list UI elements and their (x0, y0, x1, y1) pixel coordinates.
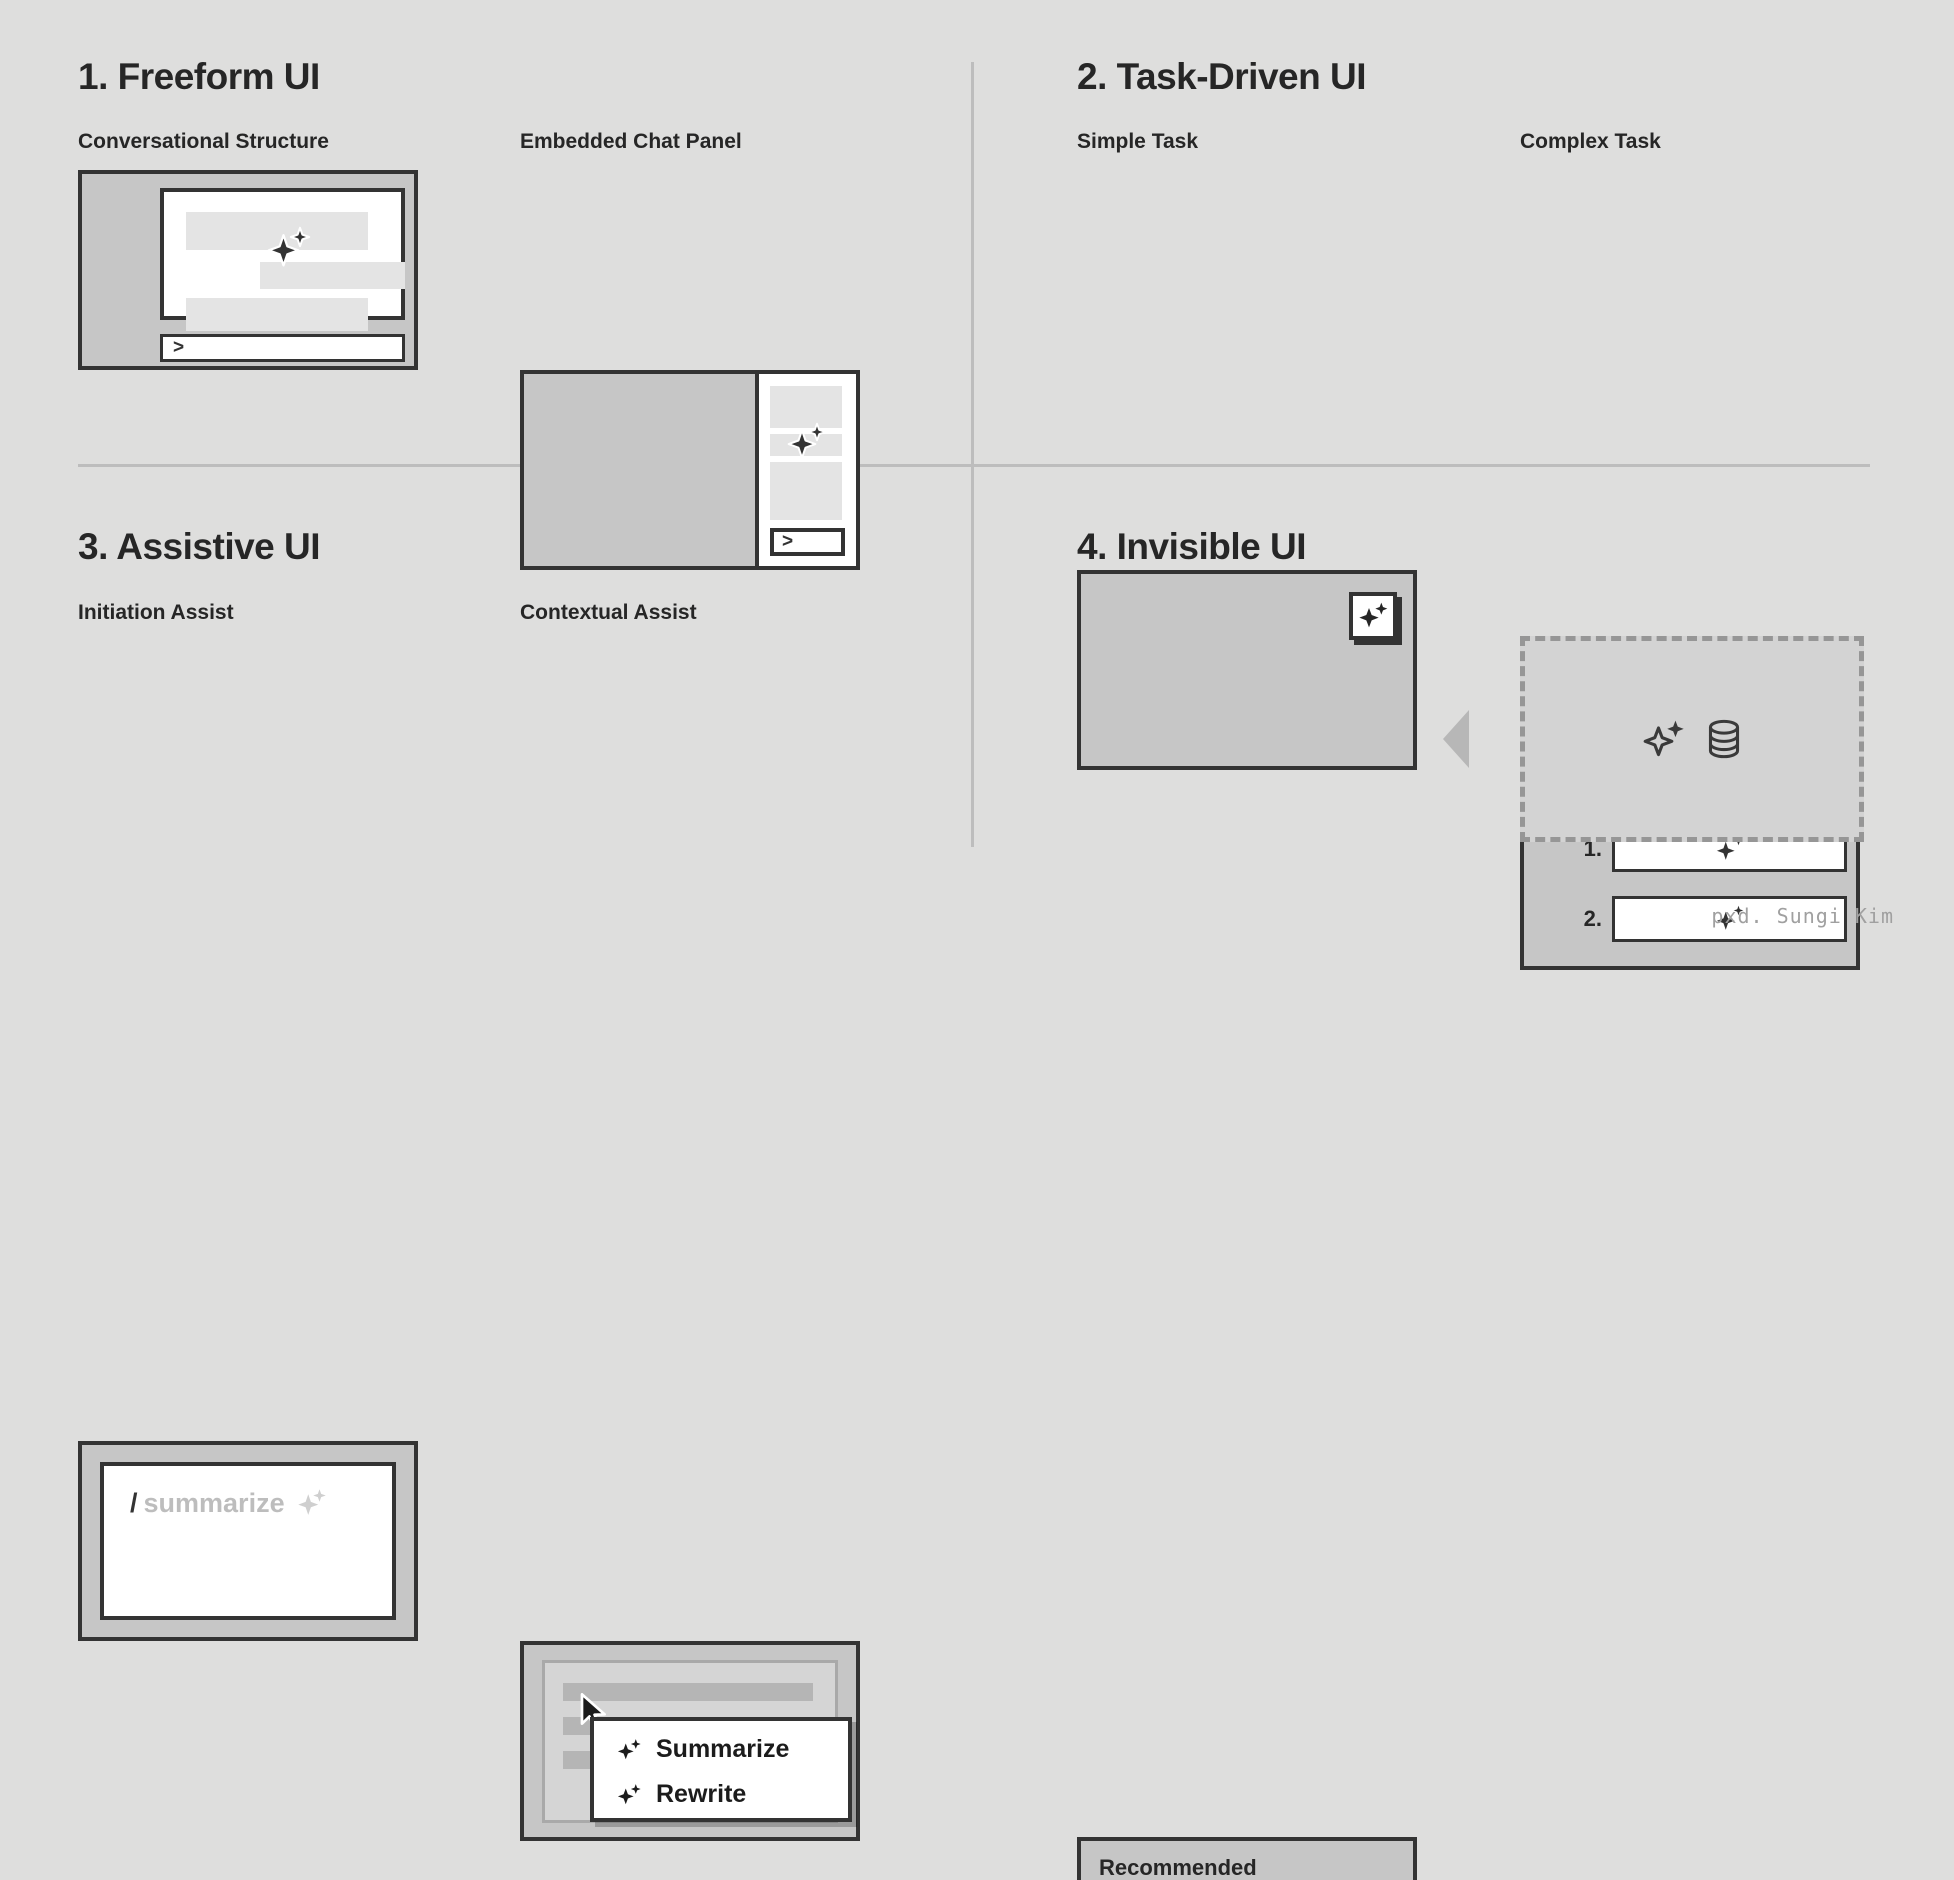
sparkle-icon (787, 422, 827, 462)
menu-item-label: Summarize (656, 1735, 790, 1763)
recommended-heading: Recommended (1099, 1855, 1257, 1880)
panel-label-initiation-assist: Initiation Assist (78, 601, 234, 624)
mock-recommended: Recommended (1077, 1837, 1417, 1880)
vertical-divider (971, 62, 974, 847)
menu-item-rewrite[interactable]: Rewrite (616, 1772, 848, 1817)
chat-transcript-card (160, 188, 405, 331)
panel-label-conversational-structure: Conversational Structure (78, 130, 329, 153)
slash-command-placeholder: summarize (143, 1487, 285, 1518)
message-bar (260, 262, 405, 289)
sparkle-icon (297, 1488, 327, 1518)
message-bar (770, 386, 842, 428)
slash-glyph: / (130, 1487, 138, 1518)
ai-action-button[interactable] (1349, 592, 1397, 640)
quadrant-assistive: 3. Assistive UI (78, 526, 321, 567)
message-bar (770, 462, 842, 520)
panel-label-contextual-assist: Contextual Assist (520, 601, 697, 624)
quadrant-title-freeform: 1. Freeform UI (78, 56, 320, 97)
poster-canvas: 1. Freeform UI Conversational Structure … (78, 58, 1894, 1880)
step-number: 1. (1583, 836, 1602, 861)
side-chat-panel: > (755, 370, 860, 570)
sparkle-icon (1642, 717, 1686, 761)
left-triangle-icon (1443, 710, 1469, 768)
mock-contextual-assist: Summarize Rewrite (520, 1641, 860, 1841)
mock-initiation-assist: / summarize (78, 1441, 418, 1641)
prompt-caret-glyph: > (782, 531, 794, 552)
step-number: 2. (1583, 906, 1602, 931)
slash-command-row: / summarize (130, 1488, 392, 1518)
quadrant-freeform: 1. Freeform UI (78, 58, 320, 95)
sparkle-icon (616, 1782, 642, 1808)
context-menu: Summarize Rewrite (590, 1717, 852, 1822)
quadrant-title-assistive: 3. Assistive UI (78, 526, 321, 567)
message-bar (186, 212, 368, 250)
quadrant-title-invisible: 4. Invisible UI (1077, 526, 1306, 567)
database-icon (1706, 719, 1742, 759)
mock-embedded-chat-panel: > (520, 370, 860, 570)
panel-label-simple-task: Simple Task (1077, 130, 1198, 153)
sparkle-icon (1713, 902, 1747, 936)
message-bar (186, 298, 368, 331)
horizontal-divider (78, 464, 1870, 467)
prompt-input-embedded[interactable]: > (770, 528, 845, 556)
prompt-caret-glyph: > (173, 337, 185, 358)
mock-conversational-structure: > (78, 170, 418, 370)
menu-item-summarize[interactable]: Summarize (616, 1727, 848, 1772)
sparkle-icon (616, 1737, 642, 1763)
hidden-engine-box (1520, 636, 1864, 842)
prompt-input-conversational[interactable]: > (160, 334, 405, 362)
panel-label-complex-task: Complex Task (1520, 130, 1661, 153)
slash-command-editor[interactable]: / summarize (100, 1462, 396, 1620)
quadrant-title-task-driven: 2. Task-Driven UI (1077, 56, 1366, 97)
menu-item-label: Rewrite (656, 1780, 747, 1808)
sparkle-icon (1357, 600, 1389, 632)
quadrant-task-driven: 2. Task-Driven UI (1077, 58, 1366, 95)
mock-simple-task (1077, 570, 1417, 770)
panel-label-embedded-chat-panel: Embedded Chat Panel (520, 130, 742, 153)
quadrant-invisible: 4. Invisible UI (1077, 528, 1306, 565)
sparkle-icon (267, 226, 311, 270)
footer-credit: pxd. Sungi Kim (1711, 904, 1894, 928)
